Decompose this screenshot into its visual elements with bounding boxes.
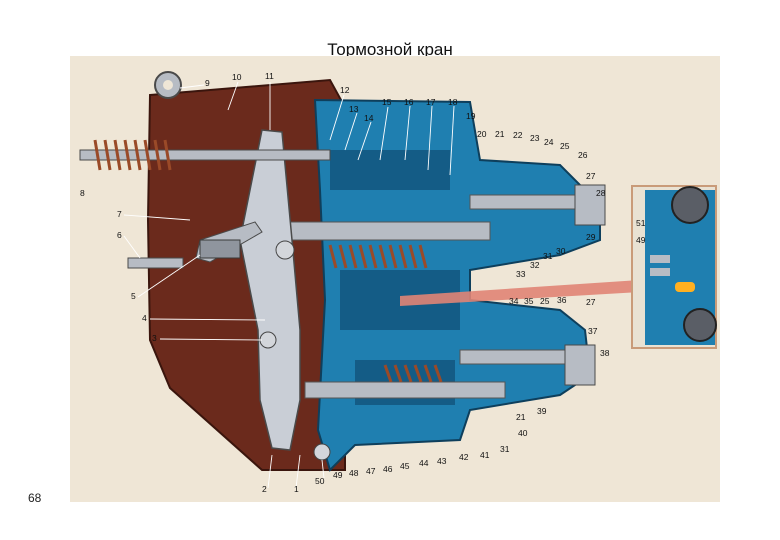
pivot-pin xyxy=(259,331,277,349)
callout-6: 6 xyxy=(117,230,122,240)
inset-top-disc xyxy=(671,186,709,224)
pivot-pin xyxy=(313,443,331,461)
callout-45: 45 xyxy=(400,461,410,471)
callout-31b: 31 xyxy=(500,444,510,454)
callout-9: 9 xyxy=(205,78,210,88)
pull-rod xyxy=(79,149,331,161)
actuating-lever xyxy=(239,129,301,451)
leader-lines xyxy=(123,81,455,489)
callout-4: 4 xyxy=(142,313,147,323)
callout-16: 16 xyxy=(404,97,414,107)
callout-50: 50 xyxy=(315,476,325,486)
inset-channel xyxy=(675,282,695,292)
callout-43: 43 xyxy=(437,456,447,466)
callout-11: 11 xyxy=(265,71,274,81)
callout-49: 49 xyxy=(333,470,343,480)
callout-42: 42 xyxy=(459,452,469,462)
adjusting-bolt xyxy=(127,257,184,269)
page-number: 68 xyxy=(28,491,42,505)
eye-bolt-hole xyxy=(163,80,173,90)
callout-41: 41 xyxy=(480,450,490,460)
callout-35: 35 xyxy=(524,296,534,306)
callout-8: 8 xyxy=(80,188,85,198)
lower-valve-stem xyxy=(459,349,581,365)
callout-36: 36 xyxy=(557,295,567,305)
callout-2: 2 xyxy=(262,484,267,494)
callout-7: 7 xyxy=(117,209,122,219)
callout-1: 1 xyxy=(294,484,299,494)
callout-38: 38 xyxy=(600,348,610,358)
callout-13: 13 xyxy=(349,104,359,114)
callout-47: 47 xyxy=(366,466,376,476)
callout-15: 15 xyxy=(382,97,392,107)
callout-46: 46 xyxy=(383,464,393,474)
upper-spring xyxy=(328,244,428,269)
pull-rod-spring xyxy=(93,139,172,171)
callout-34: 34 xyxy=(509,296,519,306)
callout-51: 51 xyxy=(636,218,646,228)
callout-40: 40 xyxy=(518,428,528,438)
callout-12: 12 xyxy=(340,85,350,95)
callout-20: 20 xyxy=(477,129,487,139)
callout-33: 33 xyxy=(516,269,526,279)
bracket xyxy=(199,239,241,259)
inset-bottom-disc xyxy=(683,308,717,342)
callout-25: 25 xyxy=(560,141,570,151)
callout-24: 24 xyxy=(544,137,554,147)
lower-rod xyxy=(304,381,506,399)
callout-32: 32 xyxy=(530,260,540,270)
callout-18: 18 xyxy=(448,97,458,107)
callout-37: 37 xyxy=(588,326,598,336)
callout-31: 31 xyxy=(543,251,553,261)
channel xyxy=(330,150,450,190)
callout-26: 26 xyxy=(578,150,588,160)
callout-5: 5 xyxy=(131,291,136,301)
callout-17: 17 xyxy=(426,97,436,107)
callout-30: 30 xyxy=(556,246,566,256)
inset-connector xyxy=(400,280,640,306)
callout-19: 19 xyxy=(466,111,476,121)
callout-28: 28 xyxy=(596,188,606,198)
callout-10: 10 xyxy=(232,72,242,82)
callout-21b: 21 xyxy=(516,412,526,422)
callout-27: 27 xyxy=(586,171,596,181)
lower-outlet-fitting xyxy=(564,344,596,386)
lower-spring xyxy=(383,364,443,383)
callout-49b: 49 xyxy=(636,235,646,245)
callout-39: 39 xyxy=(537,406,547,416)
callout-14: 14 xyxy=(364,113,374,123)
callout-27b: 27 xyxy=(586,297,596,307)
inset-stub xyxy=(650,268,670,276)
pivot-pin xyxy=(275,240,295,260)
callout-3: 3 xyxy=(152,333,157,343)
callout-48: 48 xyxy=(349,468,359,478)
inset-stub xyxy=(650,255,670,263)
callout-23: 23 xyxy=(530,133,540,143)
callout-labels: 9 10 11 12 13 14 15 16 17 18 19 20 21 22… xyxy=(80,71,646,494)
callout-29: 29 xyxy=(586,232,596,242)
callout-21: 21 xyxy=(495,129,505,139)
upper-rod xyxy=(289,221,491,241)
upper-outlet-fitting xyxy=(574,184,606,226)
callout-22: 22 xyxy=(513,130,523,140)
callout-44: 44 xyxy=(419,458,429,468)
page-title: Тормозной кран xyxy=(327,40,453,59)
callout-25b: 25 xyxy=(540,296,550,306)
